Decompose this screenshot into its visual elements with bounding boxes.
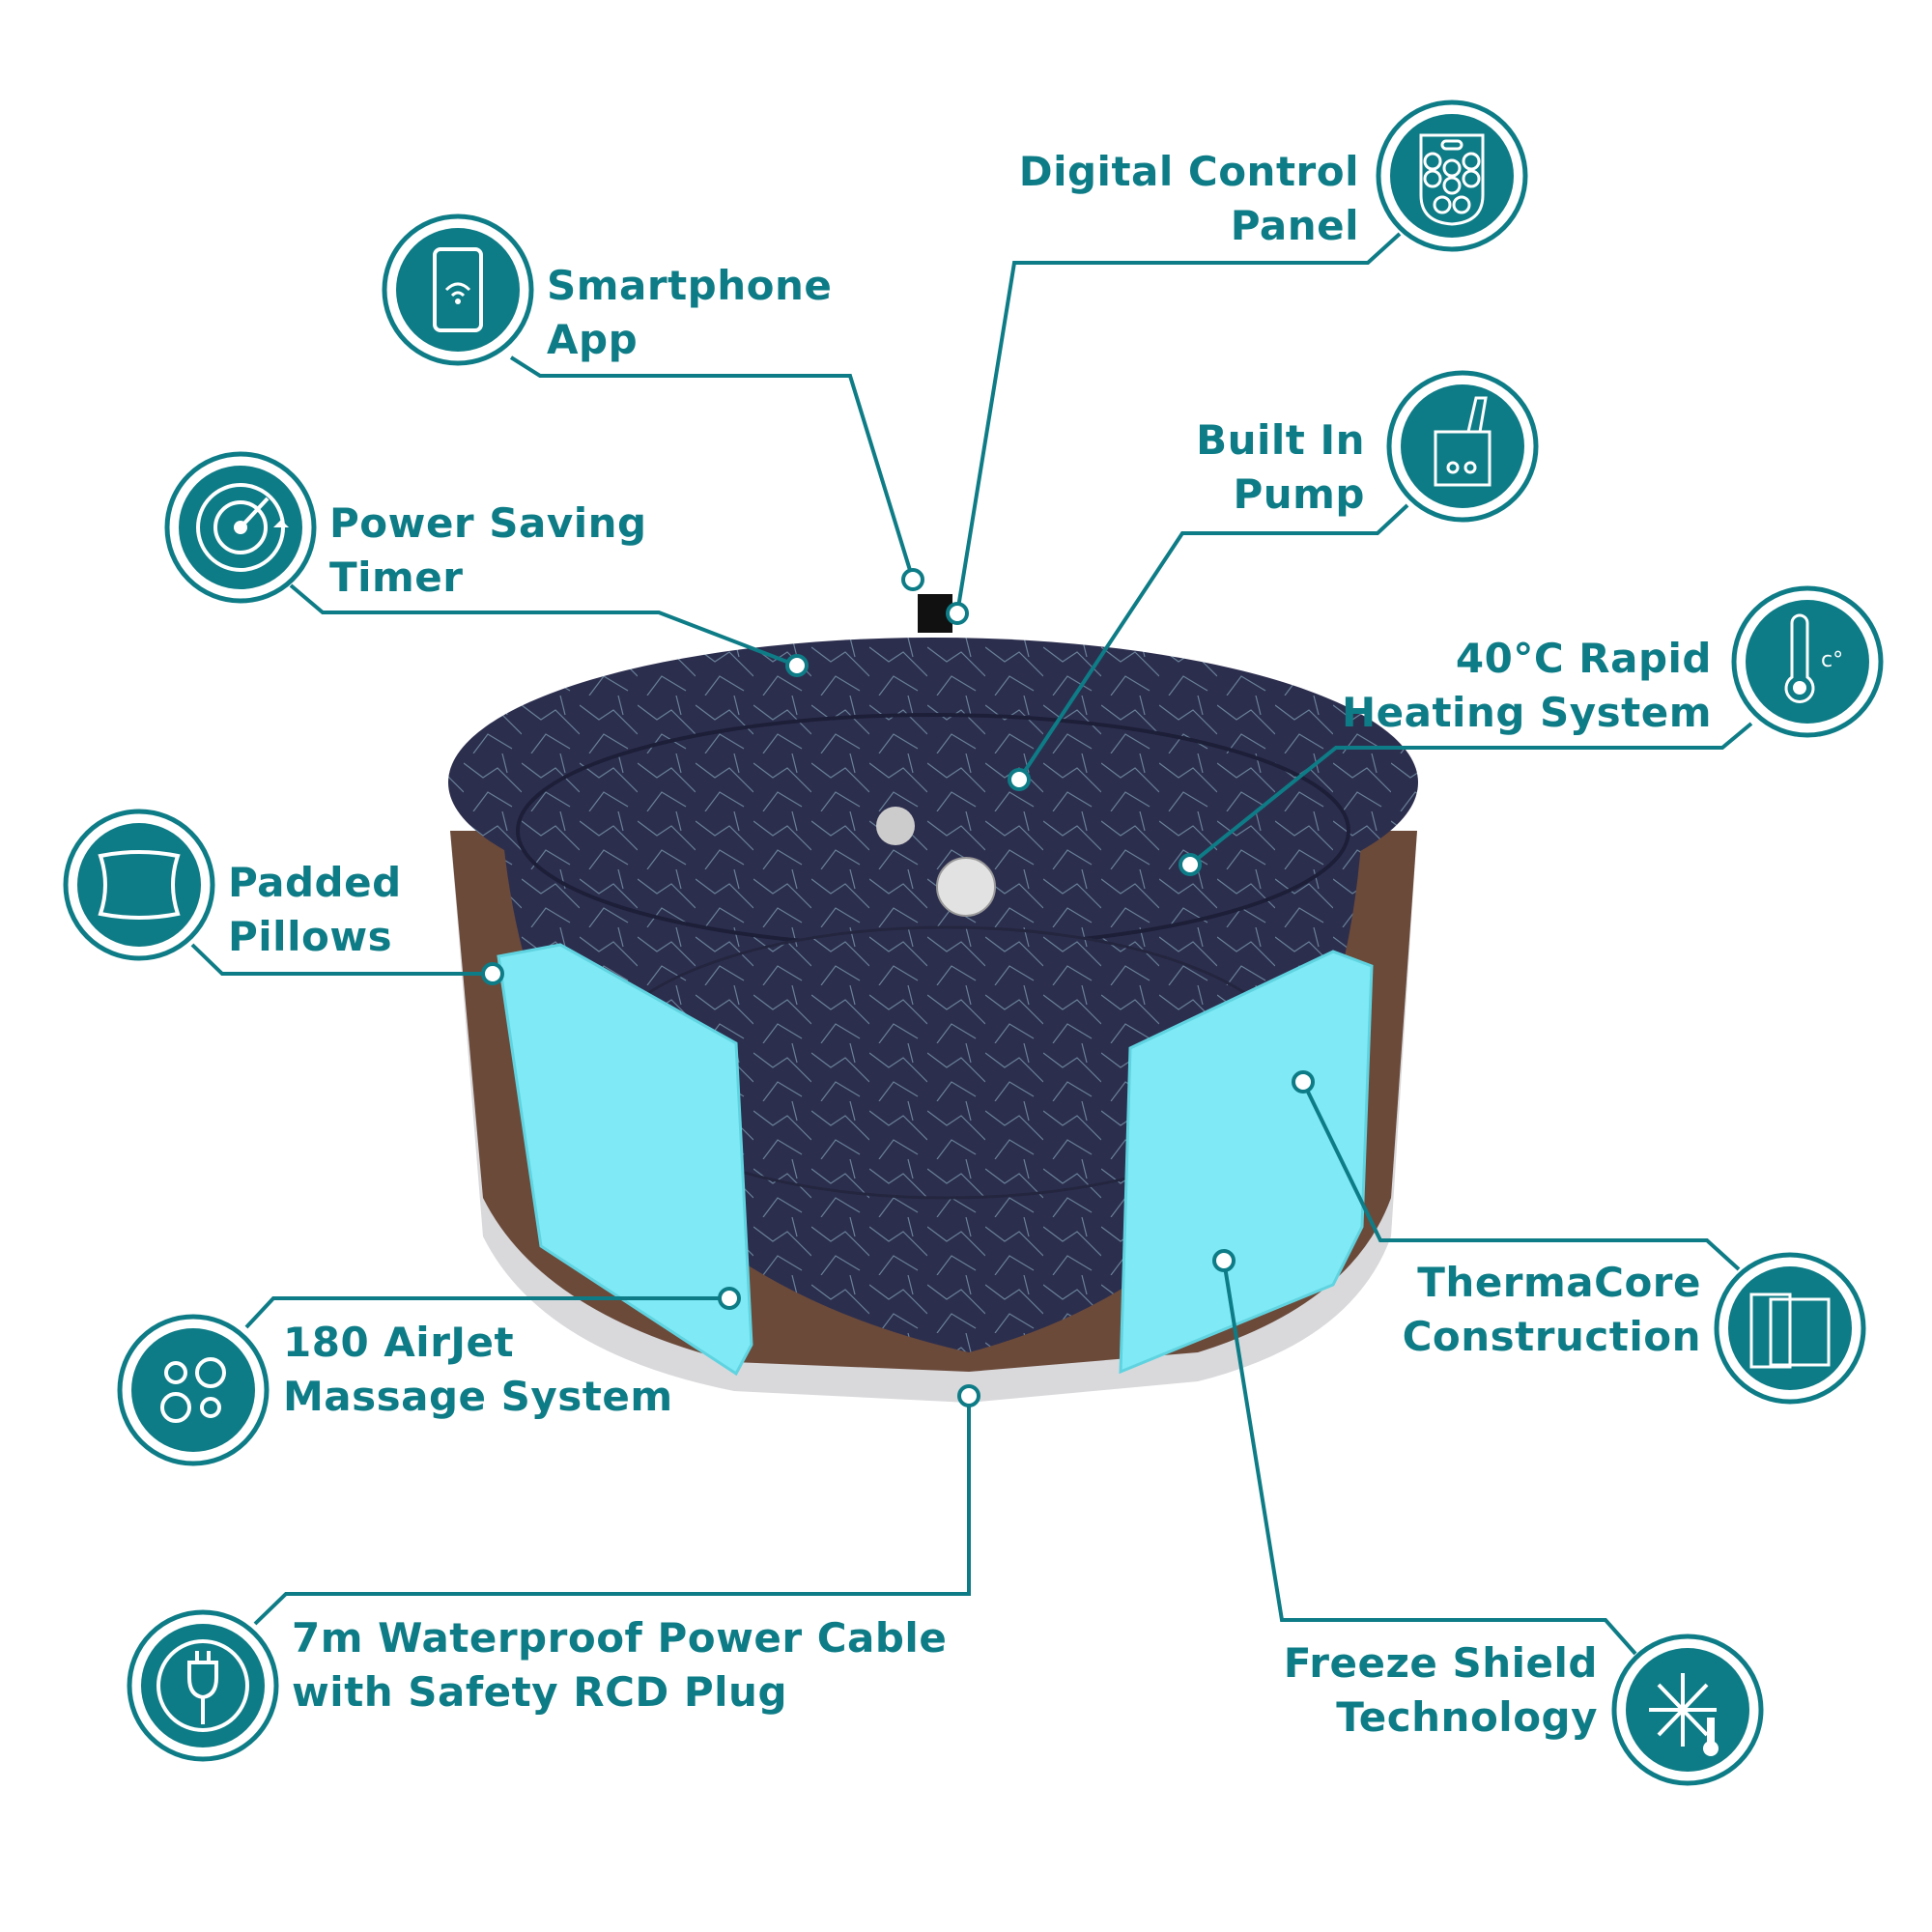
- label-line: App: [547, 316, 639, 363]
- insulation-panel-left: [497, 943, 753, 1377]
- label-line: Built In: [1196, 416, 1365, 464]
- snowflake-icon: [1611, 1634, 1764, 1786]
- label-line: Massage System: [283, 1373, 673, 1420]
- thermometer-icon: c°: [1731, 585, 1884, 738]
- label-line: Power Saving: [329, 499, 647, 547]
- insulation-panel-right: [1119, 950, 1374, 1375]
- label-line: Technology: [1336, 1693, 1598, 1741]
- label-line: ThermaCore: [1417, 1259, 1701, 1306]
- label-line: Digital Control: [1018, 148, 1359, 195]
- bubbles-icon: [117, 1314, 270, 1466]
- smartphone-wifi-icon: [382, 213, 534, 366]
- label-line: 7m Waterproof Power Cable: [292, 1614, 948, 1662]
- label-line: Timer: [329, 554, 464, 601]
- plug-icon: [127, 1609, 279, 1762]
- callout-dots: [481, 568, 1315, 1407]
- label-line: Freeze Shield: [1283, 1639, 1598, 1687]
- timer-icon: [164, 451, 317, 604]
- label-line: Padded: [228, 859, 402, 906]
- layers-icon: [1714, 1252, 1866, 1405]
- label-line: with Safety RCD Plug: [292, 1668, 788, 1716]
- pump-icon: [1386, 370, 1539, 523]
- label-line: 180 AirJet: [283, 1319, 515, 1366]
- pillow-icon: [63, 809, 215, 961]
- label-line: Panel: [1230, 202, 1359, 249]
- label-line: Pump: [1233, 470, 1365, 518]
- label-line: Pillows: [228, 913, 393, 960]
- label-line: 40°C Rapid: [1455, 635, 1712, 682]
- remote-control-icon: [1376, 99, 1528, 252]
- label-line: Smartphone: [547, 262, 833, 309]
- leader-lines: [190, 232, 1753, 1656]
- label-line: Construction: [1402, 1313, 1701, 1360]
- celsius-glyph: c°: [1821, 648, 1843, 672]
- label-power-cable: 7m Waterproof Power Cable with Safety RCD…: [292, 1611, 947, 1719]
- label-line: Heating System: [1342, 689, 1712, 736]
- hot-tub-image: [448, 594, 1418, 1403]
- label-built-in-pump: Built In Pump: [1196, 413, 1365, 522]
